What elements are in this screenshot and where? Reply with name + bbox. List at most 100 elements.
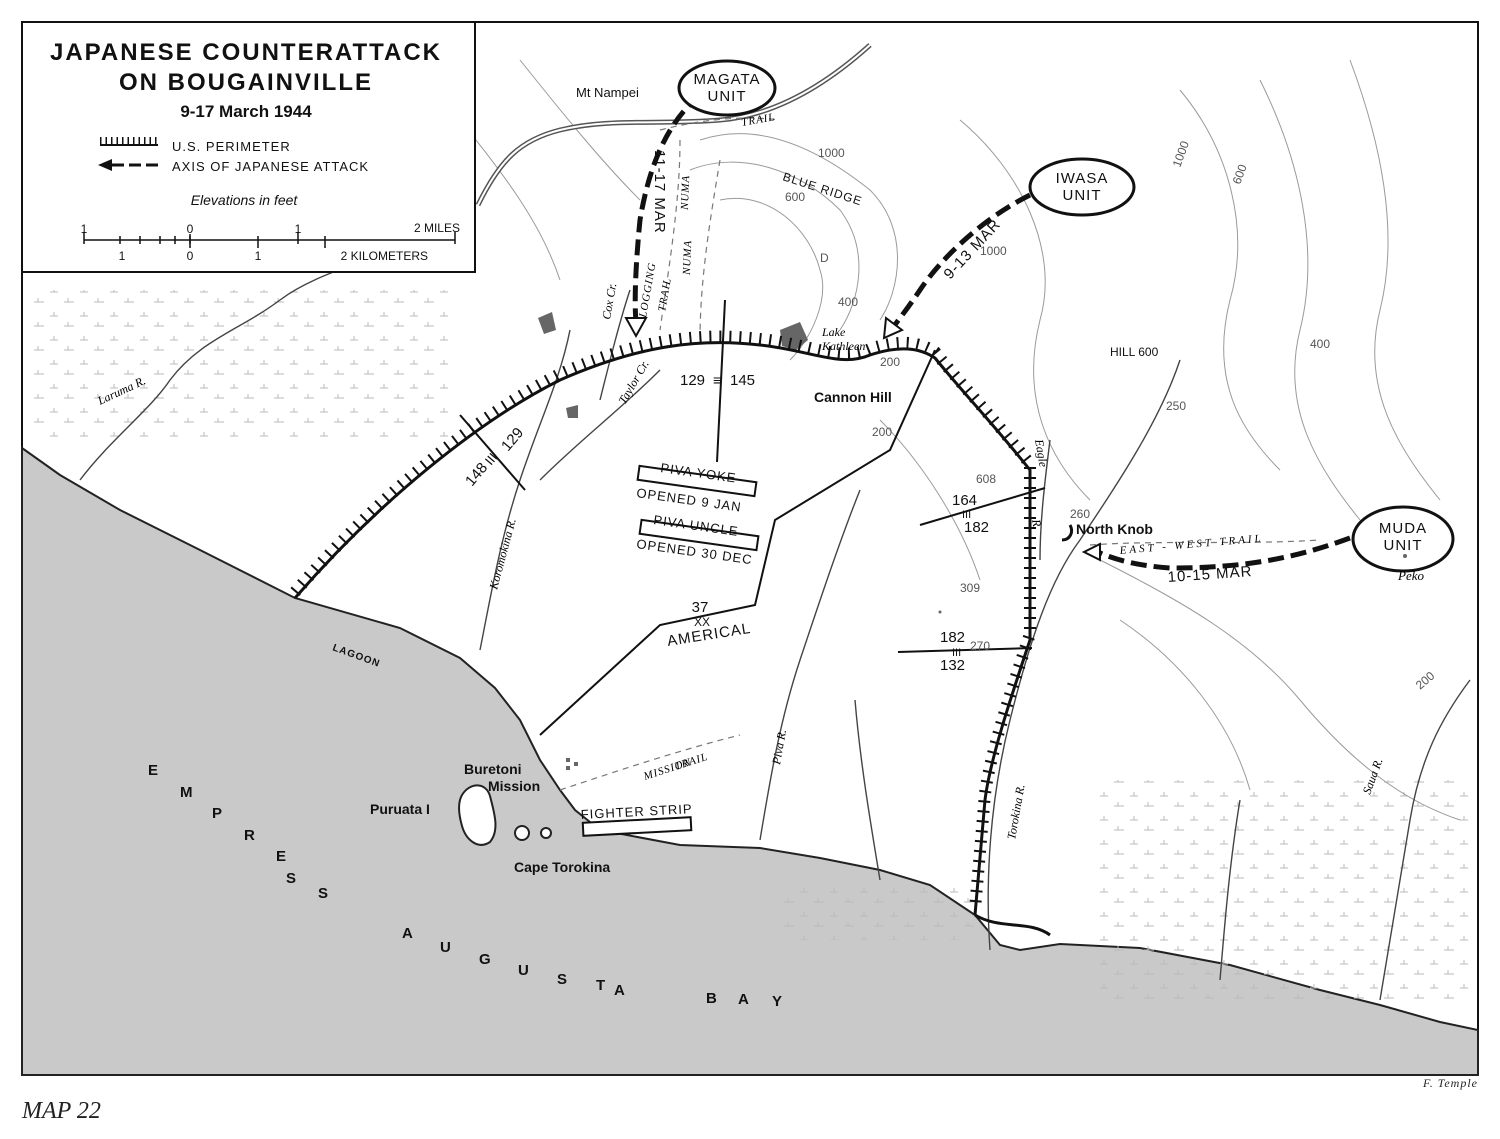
boundary-symbol: III (962, 509, 971, 521)
village-marker (1403, 554, 1407, 558)
bay-letter: E (276, 848, 286, 865)
map-credit: F. Temple (1422, 1076, 1478, 1090)
logging-trail (659, 139, 681, 331)
mission-trail (559, 734, 741, 791)
piva-yoke-strip (636, 464, 758, 498)
village-marker (566, 758, 570, 762)
scale-km-zero: 0 (187, 249, 194, 263)
pond (538, 312, 556, 334)
elevation-label: 309 (960, 581, 980, 595)
bay-letter: M (180, 784, 193, 801)
attack-arrowheads (624, 316, 1101, 562)
scale-miles-label: 2 MILES (414, 221, 460, 235)
us-perimeter (290, 330, 1051, 937)
bay-letter: A (402, 925, 413, 942)
boundary-129b: 129 (680, 372, 705, 389)
lake-kathleen-label: Lake (821, 325, 846, 339)
marsh-area (1100, 780, 1470, 1000)
scale-bar (83, 232, 456, 248)
torokina-river (987, 359, 1181, 951)
elevation-label: 400 (838, 295, 858, 309)
magata-unit-label: UNIT (708, 88, 747, 105)
bay-letter: U (440, 939, 451, 956)
bay-letter: P (212, 805, 222, 822)
village-marker (938, 610, 942, 614)
elevation-label: 270 (970, 639, 990, 653)
bay-letter: S (557, 971, 567, 988)
pond (566, 405, 578, 418)
elevation-label: 608 (976, 472, 996, 486)
marsh-area (780, 880, 980, 940)
elevation-label: 260 (1070, 507, 1090, 521)
cape-torokina-label: Cape Torokina (514, 859, 610, 875)
top-trail (659, 117, 781, 131)
boundary-132: 132 (940, 657, 965, 674)
mt-nampei-label: Mt Nampei (576, 85, 639, 100)
numa-trail-label: NUMA (679, 175, 692, 212)
saua-river (1379, 679, 1471, 1001)
magata-attack-arrow (632, 93, 702, 323)
japanese-attacks (632, 93, 1351, 571)
bay-letter: B (706, 990, 717, 1007)
iwasa-unit-label: IWASA (1056, 170, 1109, 187)
marsh-area (30, 290, 450, 440)
hill-600-label: HILL 600 (1110, 345, 1159, 359)
elevation-label: 250 (1166, 399, 1186, 413)
bay-label: E M P R E S S A U G U S T A B A Y (148, 762, 782, 1010)
bay-letter: S (286, 870, 296, 887)
bay-letter: R (244, 827, 255, 844)
magata-unit-label: MAGATA (693, 71, 760, 88)
boundary-182a: 182 (964, 519, 989, 536)
perimeter-legend-label: U.S. PERIMETER (172, 139, 291, 154)
logging-trail-label: TRAIL (656, 277, 674, 313)
piva-uncle-strip (638, 518, 760, 552)
bay-letter: Y (772, 993, 782, 1010)
regimental-boundaries (459, 299, 1046, 653)
numa-trail-label: NUMA (681, 240, 694, 277)
map-title-line2: ON BOUGAINVILLE (119, 69, 373, 96)
scale-km-label: 2 KILOMETERS (341, 249, 428, 263)
bay-letter: T (596, 977, 605, 994)
boundary-164: 164 (952, 492, 977, 509)
puruata-island (458, 784, 497, 846)
muda-unit-marker (1351, 505, 1455, 573)
north-knob-symbol (1061, 524, 1074, 542)
iwasa-unit-marker (1028, 157, 1136, 217)
map-number: MAP 22 (22, 1098, 101, 1124)
map-date: 9-17 March 1944 (180, 102, 312, 121)
piva-river (759, 489, 861, 841)
buretoni-label: Mission (488, 778, 540, 794)
elevation-label: 600 (785, 190, 805, 204)
fighter-strip (581, 816, 693, 837)
islet (540, 827, 552, 839)
eagle-river-label: R. (1029, 517, 1045, 531)
boundary-145: 145 (730, 372, 755, 389)
muda-attack-dates: 10-15 MAR (1167, 563, 1253, 586)
bay-letter: E (148, 762, 158, 779)
east-west-trail (1089, 539, 1321, 546)
scale-km-one: 1 (255, 249, 262, 263)
trails (559, 117, 1321, 791)
scale-miles-left: 1 (81, 222, 88, 236)
magata-attack-dates: 11-17 MAR (651, 150, 668, 234)
iwasa-unit-label: UNIT (1063, 187, 1102, 204)
rivers (79, 229, 1471, 1001)
bay-letter: S (318, 885, 328, 902)
peko-label: Peko (1397, 568, 1424, 583)
sea (21, 446, 1479, 1076)
top-trail-label: TRAIL (740, 111, 776, 129)
elevation-note: Elevations in feet (191, 192, 299, 208)
boundary-symbol: III (952, 647, 961, 659)
attack-legend-label: AXIS OF JAPANESE ATTACK (172, 159, 369, 174)
legend-box (21, 21, 476, 273)
muda-unit-label: UNIT (1384, 537, 1423, 554)
puruata-label: Puruata I (370, 801, 430, 817)
boundary-symbol: ≡ (713, 372, 721, 388)
division-boundary (539, 349, 936, 736)
division-symbol: XX (694, 615, 710, 629)
bay-letter: G (479, 951, 491, 968)
buretoni-label: Buretoni (464, 761, 522, 777)
magata-unit-marker (677, 59, 777, 117)
islet (514, 825, 530, 841)
